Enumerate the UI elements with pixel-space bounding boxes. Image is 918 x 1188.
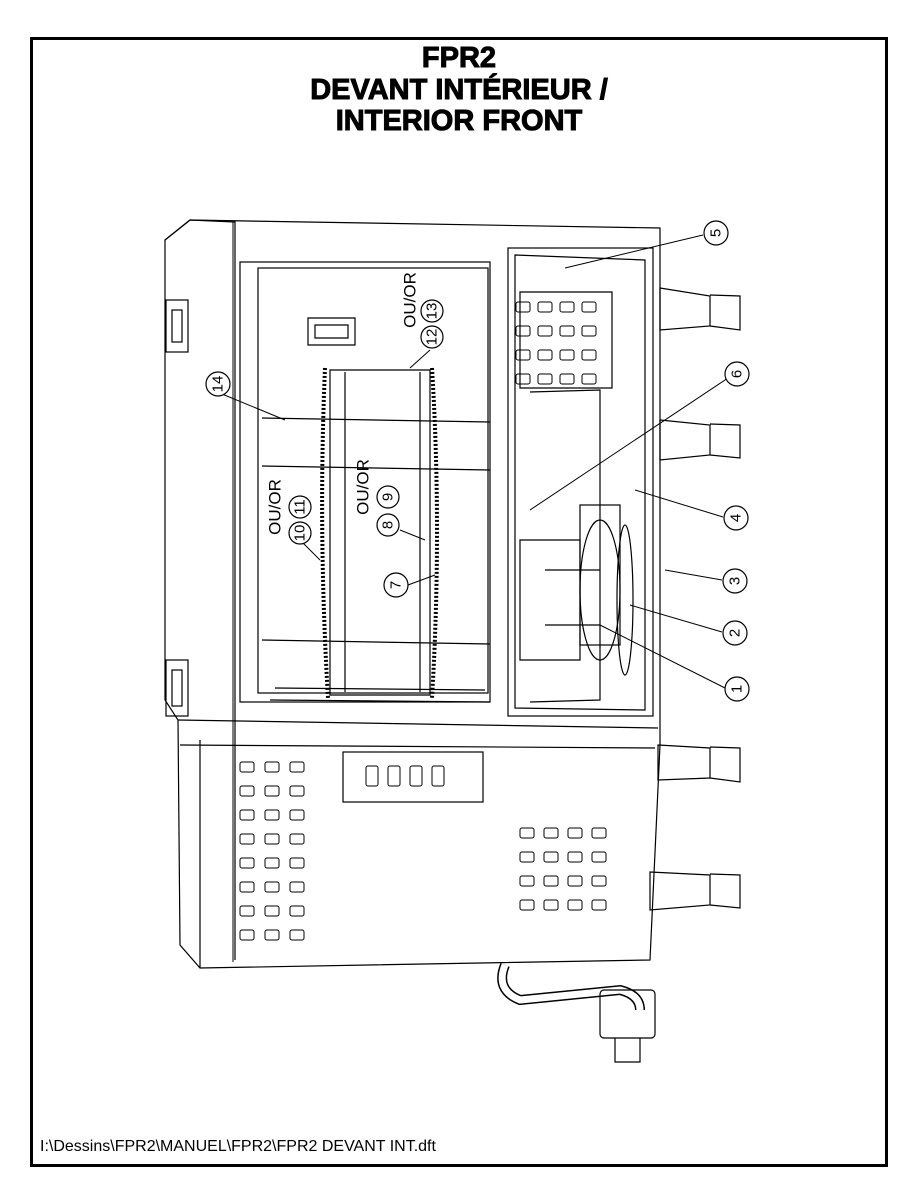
callout-9-number: 9	[380, 493, 397, 501]
callout-6-number: 6	[729, 370, 746, 378]
title-french: DEVANT INTÉRIEUR /	[310, 74, 609, 106]
vent-slots-control	[515, 301, 597, 385]
callout-13: 13	[420, 299, 444, 323]
callout-8-number: 8	[380, 521, 397, 529]
or-label-12-13: OU/OR	[401, 272, 420, 328]
drawing-frame	[30, 37, 888, 1167]
callout-10: 10	[288, 521, 312, 545]
callout-7-number: 7	[388, 581, 405, 589]
callout-6: 6	[724, 361, 750, 387]
title-english: INTERIOR FRONT	[335, 105, 583, 137]
feet	[649, 287, 741, 911]
callout-14-number: 14	[210, 376, 227, 393]
callout-1: 1	[724, 676, 750, 702]
callout-1-number: 1	[729, 685, 746, 693]
callout-2-number: 2	[727, 629, 744, 637]
callout-2: 2	[722, 620, 748, 646]
callout-7: 7	[383, 572, 409, 598]
callout-5-number: 5	[708, 229, 725, 237]
file-path: I:\Dessins\FPR2\MANUEL\FPR2\FPR2 DEVANT …	[40, 1138, 436, 1155]
callout-12: 12	[420, 325, 444, 349]
callout-10-number: 10	[292, 525, 309, 542]
callout-4-number: 4	[728, 514, 745, 522]
callout-3-number: 3	[727, 577, 744, 585]
leader-lines	[221, 234, 729, 689]
callout-11: 11	[288, 495, 312, 519]
callout-14: 14	[205, 371, 231, 397]
callout-13-number: 13	[424, 303, 441, 320]
power-cord	[497, 963, 656, 1063]
callout-9: 9	[376, 485, 400, 509]
rack-upper	[320, 367, 439, 699]
title-model: FPR2	[421, 42, 497, 74]
vent-grid-upper	[519, 291, 613, 389]
control-compartment	[507, 247, 654, 717]
vent-slots-right	[519, 827, 607, 911]
callout-8: 8	[376, 513, 400, 537]
callout-5: 5	[703, 220, 729, 246]
lower-panel	[342, 751, 484, 803]
vent-slots-panel	[365, 765, 445, 787]
vent-slots-left	[239, 761, 305, 941]
or-label-8-9: OU/OR	[354, 459, 373, 515]
or-label-10-11: OU/OR	[266, 479, 285, 535]
fan-assembly	[519, 504, 634, 676]
left-hinges	[165, 299, 189, 717]
oven-housing	[164, 219, 661, 969]
callout-3: 3	[722, 568, 748, 594]
callout-12-number: 12	[424, 329, 441, 346]
callout-4: 4	[723, 505, 749, 531]
oven-chamber	[239, 261, 491, 703]
callout-11-number: 11	[292, 499, 309, 515]
